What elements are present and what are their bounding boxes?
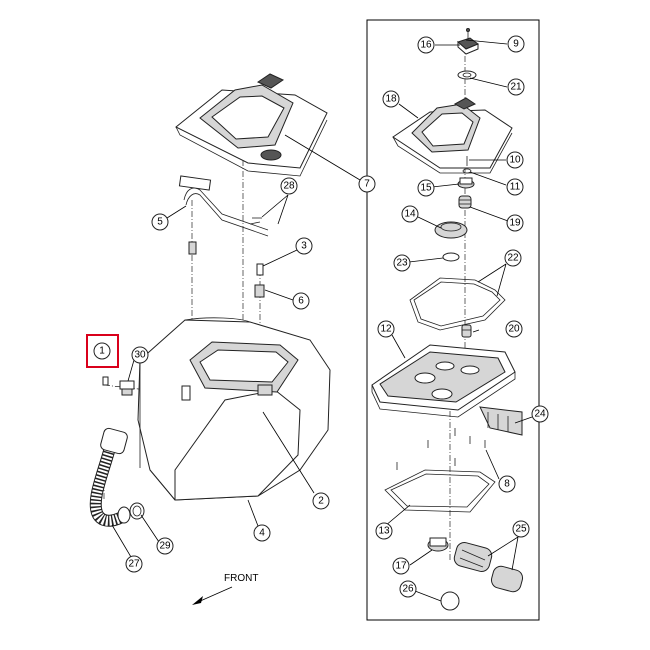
callout-3[interactable]: 3 <box>295 237 313 255</box>
callout-27[interactable]: 27 <box>125 555 143 573</box>
screws-part-8 <box>396 428 486 470</box>
callout-2[interactable]: 2 <box>312 492 330 510</box>
float-part-14 <box>434 221 468 239</box>
callout-label: 4 <box>259 528 265 539</box>
hose-part-27 <box>89 427 131 527</box>
fitting-part-30 <box>119 380 135 396</box>
callout-13[interactable]: 13 <box>375 522 393 540</box>
tank-body-part-4 <box>137 317 331 501</box>
callout-28[interactable]: 28 <box>280 177 298 195</box>
cover-part-7 <box>175 73 328 177</box>
washer-part-21 <box>457 70 477 80</box>
callout-23[interactable]: 23 <box>393 254 411 272</box>
callout-label: 24 <box>534 409 546 420</box>
callout-label: 8 <box>504 479 510 490</box>
callout-label: 19 <box>509 218 521 229</box>
callout-label: 15 <box>420 183 432 194</box>
callout-18[interactable]: 18 <box>382 90 400 108</box>
callout-24[interactable]: 24 <box>531 405 549 423</box>
callout-11[interactable]: 11 <box>506 178 524 196</box>
callout-label: 26 <box>402 584 414 595</box>
callout-label: 21 <box>510 82 522 93</box>
oring-part-11 <box>462 168 472 174</box>
callout-label: 29 <box>159 541 171 552</box>
callout-label: 20 <box>508 324 520 335</box>
callout-label: 11 <box>510 182 521 193</box>
screen-part-24 <box>479 406 523 436</box>
callout-label: 30 <box>134 350 146 361</box>
callout-8[interactable]: 8 <box>498 475 516 493</box>
disc-part-23 <box>442 252 460 262</box>
gasket-part-13 <box>384 469 496 513</box>
callout-29[interactable]: 29 <box>156 537 174 555</box>
callout-17[interactable]: 17 <box>392 557 410 575</box>
callout-20[interactable]: 20 <box>505 320 523 338</box>
front-label: FRONT <box>224 573 258 584</box>
spring-part-19 <box>458 195 472 209</box>
callout-15[interactable]: 15 <box>417 179 435 197</box>
callout-16[interactable]: 16 <box>417 36 435 54</box>
lid-part-18 <box>392 97 513 174</box>
selection-highlight-box <box>86 334 119 368</box>
callout-7[interactable]: 7 <box>358 175 376 193</box>
clip-part-6 <box>254 284 265 298</box>
leader-lines <box>111 39 533 602</box>
callout-label: 13 <box>378 526 390 537</box>
callout-label: 17 <box>395 561 407 572</box>
filter-housing-part-12 <box>371 344 516 418</box>
callout-14[interactable]: 14 <box>401 205 419 223</box>
callout-label: 6 <box>298 296 304 307</box>
callout-label: 7 <box>364 179 370 190</box>
screws-part-28 <box>249 217 262 225</box>
callout-label: 5 <box>157 217 163 228</box>
callout-label: 18 <box>385 94 397 105</box>
callout-label: 9 <box>513 39 519 50</box>
callout-9[interactable]: 9 <box>507 35 525 53</box>
screw-part-3 <box>256 263 264 276</box>
ring-part-29 <box>129 502 145 520</box>
callout-label: 1 <box>99 346 105 357</box>
spring-part-20 <box>461 324 472 338</box>
callout-label: 27 <box>128 559 140 570</box>
callout-label: 22 <box>507 253 519 264</box>
callout-label: 14 <box>404 209 416 220</box>
callout-label: 3 <box>301 241 307 252</box>
front-arrow-icon <box>192 586 233 605</box>
callout-10[interactable]: 10 <box>506 151 524 169</box>
callout-12[interactable]: 12 <box>377 320 395 338</box>
screw-part-9 <box>466 28 470 40</box>
callout-21[interactable]: 21 <box>507 78 525 96</box>
callout-6[interactable]: 6 <box>292 292 310 310</box>
callout-label: 12 <box>380 324 392 335</box>
callout-4[interactable]: 4 <box>253 524 271 542</box>
callout-26[interactable]: 26 <box>399 580 417 598</box>
callout-label: 2 <box>318 496 324 507</box>
filter-part-25 <box>453 542 524 593</box>
callout-25[interactable]: 25 <box>512 520 530 538</box>
callout-label: 28 <box>283 181 295 192</box>
fitting-part-17 <box>427 537 449 552</box>
bracket-part-5 <box>178 175 269 255</box>
callout-30[interactable]: 30 <box>131 346 149 364</box>
callout-label: 16 <box>420 40 432 51</box>
ball-part-26 <box>440 591 460 611</box>
callout-22[interactable]: 22 <box>504 249 522 267</box>
callout-1[interactable]: 1 <box>93 342 111 360</box>
screw-part-1 <box>102 376 109 386</box>
callout-label: 10 <box>509 155 521 166</box>
callout-label: 23 <box>396 258 408 269</box>
detail-panel-frame <box>366 19 540 621</box>
callout-label: 25 <box>515 524 527 535</box>
valve-part-15 <box>457 177 475 189</box>
gasket-part-22 <box>409 277 506 331</box>
callout-5[interactable]: 5 <box>151 213 169 231</box>
callout-19[interactable]: 19 <box>506 214 524 232</box>
